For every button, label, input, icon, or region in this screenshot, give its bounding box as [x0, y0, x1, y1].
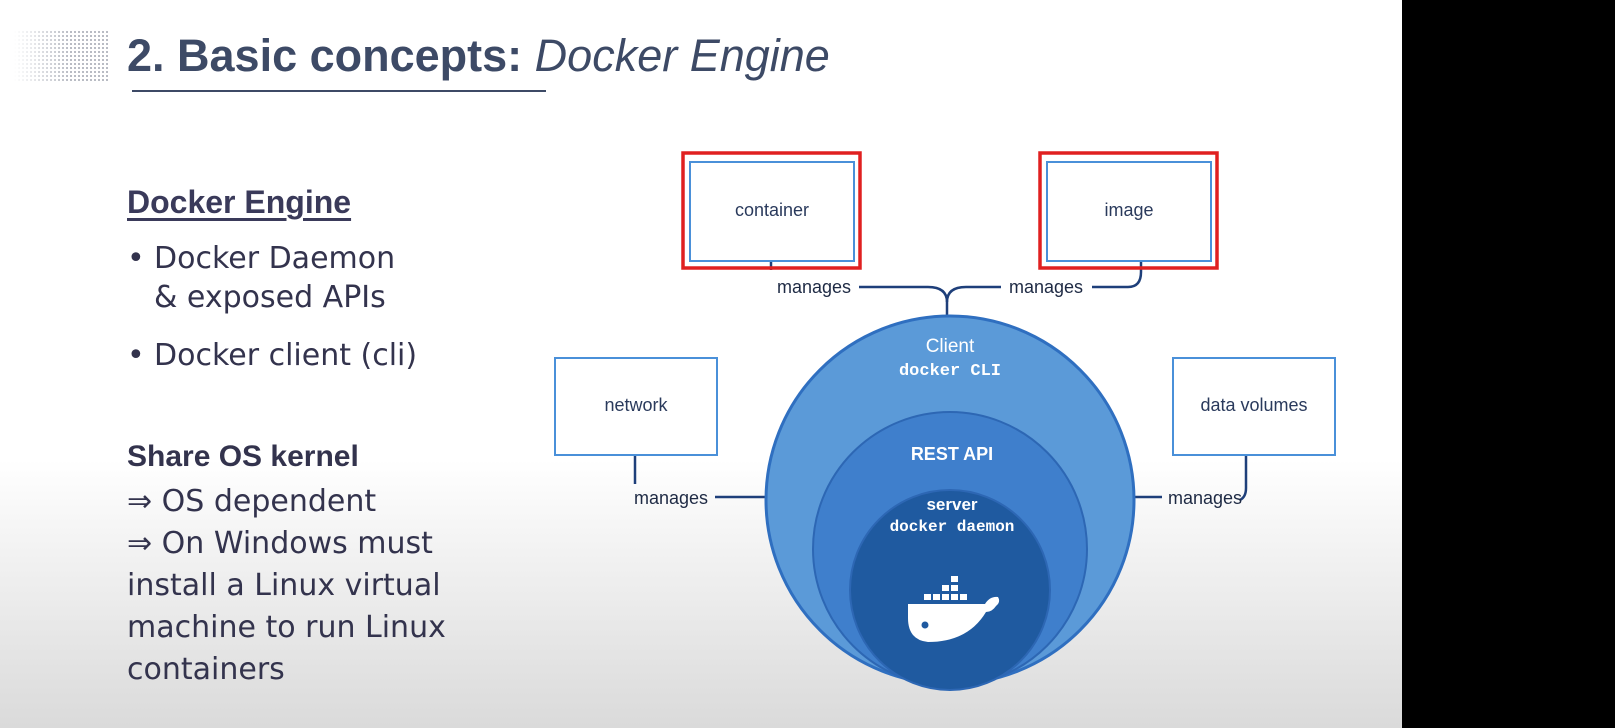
section-heading-docker-engine: Docker Engine — [127, 184, 352, 220]
bullet-text: Docker Daemon — [154, 241, 396, 276]
connector-volumes — [1239, 454, 1248, 502]
network-box — [554, 357, 718, 456]
text-line: ⇒ On Windows must — [127, 526, 433, 561]
docker-whale-icon — [908, 576, 1000, 642]
connector-lines — [633, 256, 1248, 502]
network-label: network — [604, 395, 668, 415]
data-volumes-label: data volumes — [1200, 395, 1307, 415]
image-label: image — [1104, 200, 1153, 220]
bullet-text: Docker client (cli) — [154, 338, 418, 373]
container-label: container — [735, 200, 809, 220]
docker-engine-diagram: Client docker CLI REST API server docker… — [554, 151, 1336, 691]
image-highlight — [1038, 151, 1219, 270]
connector-left-to-client — [859, 285, 949, 318]
manages-label: manages — [1009, 277, 1083, 297]
text-line: machine to run Linux — [127, 610, 446, 645]
title-number: 2. Basic concepts: — [127, 30, 523, 81]
section-heading-share-kernel: Share OS kernel — [127, 440, 359, 473]
page-title: 2. Basic concepts: Docker Engine — [127, 30, 830, 82]
client-cli-label: docker CLI — [899, 362, 1001, 381]
manages-label: manages — [1168, 488, 1242, 508]
client-label: Client — [926, 336, 975, 357]
server-daemon-label: docker daemon — [890, 518, 1015, 536]
bullet-dot: • — [127, 338, 145, 373]
bullet-item: • Docker Daemon & exposed APIs — [127, 241, 395, 315]
bullet-dot: • — [127, 241, 145, 276]
text-line: install a Linux virtual — [127, 568, 441, 603]
container-box — [689, 161, 855, 262]
server-label: server — [926, 495, 977, 514]
slide: 2. Basic concepts: Docker Engine Docker … — [0, 0, 1402, 728]
text-line: containers — [127, 652, 285, 687]
manages-label: manages — [634, 488, 708, 508]
container-highlight — [681, 151, 862, 270]
rest-api-label: REST API — [911, 444, 993, 464]
image-box — [1046, 161, 1212, 262]
bullet-item: • Docker client (cli) — [127, 338, 417, 373]
connector-right-to-client — [945, 285, 1001, 303]
title-topic: Docker Engine — [534, 30, 830, 81]
bullet-text-continued: & exposed APIs — [154, 280, 386, 315]
title-underline — [132, 90, 546, 92]
manages-label: manages — [777, 277, 851, 297]
data-volumes-box — [1172, 357, 1336, 456]
text-line: ⇒ OS dependent — [127, 484, 377, 519]
server-circle — [849, 489, 1051, 691]
connector-image — [1092, 258, 1143, 289]
dot-pattern-decoration — [14, 31, 108, 81]
